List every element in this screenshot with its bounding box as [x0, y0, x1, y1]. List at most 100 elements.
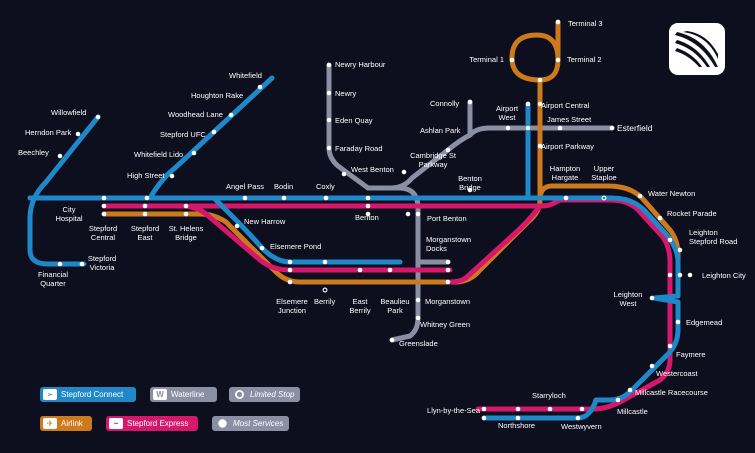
station-stop: [609, 125, 615, 131]
station-stop: [169, 173, 175, 179]
station-stop: [675, 319, 681, 325]
station-stop: [415, 315, 421, 321]
station-label: Upper Staploe: [591, 164, 617, 182]
filled-stop-icon: [215, 418, 229, 429]
waterline-route-esterfield: [467, 125, 615, 138]
station-stop: [389, 337, 395, 343]
station-label: Ashlan Park: [420, 126, 461, 135]
station-stop: [365, 203, 371, 209]
station-label: Woodhead Lane: [168, 110, 223, 119]
station-stop: [365, 211, 371, 217]
station-label: East Berrily: [349, 297, 371, 315]
station-stop: [142, 211, 148, 217]
station-label: Coxly: [316, 182, 335, 191]
station-stop: [649, 295, 655, 301]
station-label: Elsemere Junction: [276, 297, 308, 315]
connect-arrow-icon: ➢: [43, 389, 57, 400]
station-label: Hampton Hargate: [549, 164, 581, 182]
station-label: Bodin: [274, 182, 294, 191]
station-label: Beaulieu Park: [380, 297, 410, 315]
station-stop: [667, 237, 673, 243]
express-wave-icon: ~: [109, 418, 123, 429]
legend-limited-stop: Limited Stop: [229, 387, 300, 402]
station-stop: [445, 267, 451, 273]
station-stop: [649, 363, 655, 369]
station-label: Greenslade: [399, 339, 438, 348]
station-stop: [637, 193, 643, 199]
station-stop: [481, 406, 487, 412]
station-label: Willowfield: [51, 108, 87, 117]
station-stop: [257, 84, 263, 90]
station-stop: [322, 287, 328, 293]
station-stop: [445, 147, 451, 153]
station-label: Faraday Road: [335, 144, 383, 153]
station-label: Cambridge St Parkway: [410, 151, 456, 169]
station-label: Esterfield: [617, 123, 653, 133]
station-label: Llyn-by-the-Sea: [427, 406, 480, 415]
station-stop: [445, 279, 451, 285]
station-label: Houghton Rake: [191, 91, 244, 100]
station-stop: [579, 406, 585, 412]
station-label: Rocket Parade: [667, 209, 717, 218]
station-stop: [667, 272, 673, 278]
station-stop: [563, 195, 569, 201]
station-label: Leighton Stepford Road: [689, 228, 738, 246]
station-stop: [575, 415, 581, 421]
logo-stripes-icon: [675, 31, 718, 67]
station-label: Newry: [335, 89, 357, 98]
station-stop: [142, 203, 148, 209]
station-stop: [287, 259, 293, 265]
station-label: Whitefield Lido: [134, 150, 184, 159]
station-label: Starryloch: [532, 391, 566, 400]
station-stop: [537, 77, 543, 83]
station-label: Morganstown Docks: [426, 235, 472, 253]
station-label: Leighton West: [613, 290, 643, 308]
station-stop: [657, 215, 663, 221]
station-label: Millcastle: [617, 407, 648, 416]
station-label: Angel Pass: [226, 182, 264, 191]
station-label: James Street: [547, 115, 592, 124]
legend-airlink: ✈Airlink: [40, 416, 92, 431]
station-stop: [481, 415, 487, 421]
station-label: Eden Quay: [335, 116, 373, 125]
station-label: New Harrow: [244, 217, 286, 226]
station-stop: [326, 90, 332, 96]
station-stop: [101, 203, 107, 209]
express-route-morganstown: [447, 203, 543, 285]
station-stop: [555, 19, 561, 25]
station-stop: [259, 245, 265, 251]
station-stop: [555, 57, 561, 63]
station-label: Port Benton: [427, 214, 467, 223]
station-stop: [557, 125, 563, 131]
station-label: Westwyvern: [561, 422, 602, 431]
station-label: Financial Quarter: [37, 270, 68, 288]
station-stop: [341, 171, 347, 177]
station-label: Westercoast: [656, 369, 698, 378]
station-stop: [183, 203, 189, 209]
station-stop: [57, 153, 63, 159]
station-stop: [287, 267, 293, 273]
legend-stepford-express: ~Stepford Express: [106, 416, 198, 431]
station-stop: [357, 267, 363, 273]
station-stop: [515, 415, 521, 421]
station-label: Stepford UFC: [160, 130, 206, 139]
station-label: Terminal 1: [469, 55, 504, 64]
waterline-route-main: [326, 62, 421, 343]
station-stop: [75, 131, 81, 137]
station-stop: [467, 99, 473, 105]
station-stop: [537, 101, 543, 107]
station-stop: [601, 195, 607, 201]
station-label: West Benton: [351, 165, 394, 174]
station-stop: [415, 297, 421, 303]
station-stop: [615, 397, 621, 403]
station-stop: [191, 150, 197, 156]
station-label: High Street: [127, 171, 165, 180]
station-stop: [467, 187, 473, 193]
station-stop: [323, 195, 329, 201]
station-stop: [101, 211, 107, 217]
station-label: Morganstown: [425, 297, 471, 306]
station-stop: [667, 343, 673, 349]
